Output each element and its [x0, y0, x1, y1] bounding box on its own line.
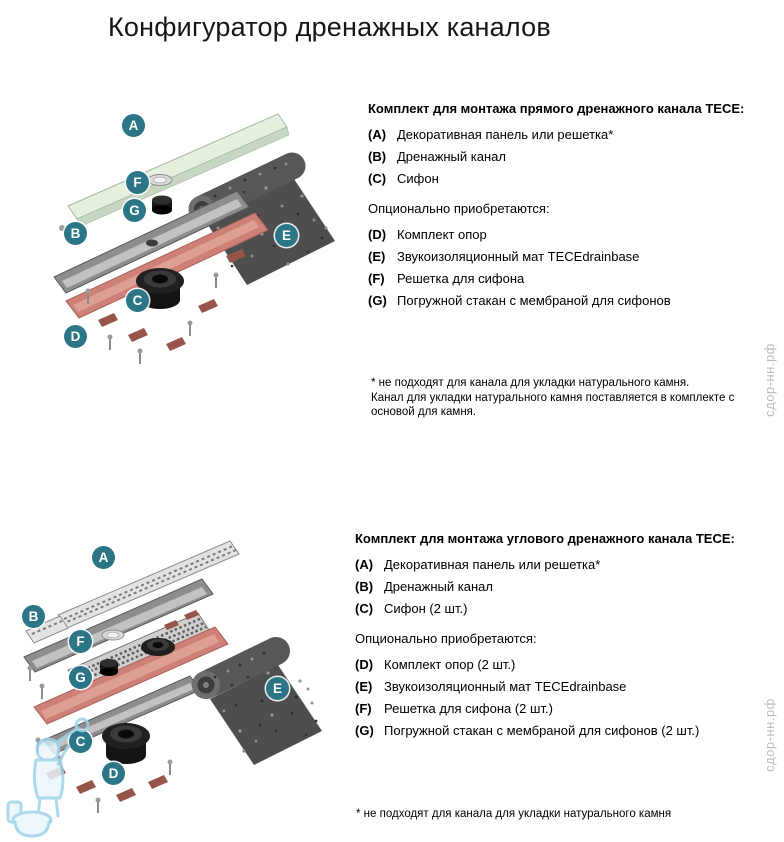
insulation-mat-shape: [192, 637, 322, 765]
list-item: (E) Звукоизоляционный мат TECEdrainbase: [355, 679, 773, 694]
item-key: (G): [355, 723, 374, 738]
item-label: Сифон (2 шт.): [384, 601, 468, 616]
drain-channel-shape: [53, 190, 250, 294]
channel-tray-shape: [65, 212, 269, 319]
item-key: (G): [368, 293, 387, 308]
membrane-cup-shape: [100, 659, 118, 676]
item-label: Звукоизоляционный мат TECEdrainbase: [397, 249, 640, 264]
section-corner-text: Комплект для монтажа углового дренажного…: [355, 531, 773, 745]
item-label: Решетка для сифона: [397, 271, 525, 286]
list-item: (F) Решетка для сифона (2 шт.): [355, 701, 773, 716]
page-title: Конфигуратор дренажных каналов: [108, 12, 551, 42]
item-label: Сифон: [397, 171, 439, 186]
item-label: Декоративная панель или решетка*: [397, 127, 614, 142]
item-label: Решетка для сифона (2 шт.): [384, 701, 553, 716]
callout-g: G: [123, 199, 146, 222]
siphon-shape: [102, 723, 150, 764]
section-heading: Комплект для монтажа углового дренажного…: [355, 531, 735, 546]
item-key: (D): [368, 227, 387, 242]
list-item: (G) Погружной стакан с мембраной для сиф…: [368, 293, 784, 308]
callout-a: A: [92, 546, 115, 569]
straight-channel-exploded-drawing: [53, 113, 335, 364]
item-label: Комплект опор (2 шт.): [384, 657, 516, 672]
list-item: (F) Решетка для сифона: [368, 271, 784, 286]
item-label: Звукоизоляционный мат TECEdrainbase: [384, 679, 627, 694]
item-key: (C): [355, 601, 374, 616]
item-key: (A): [355, 557, 374, 572]
callout-c: C: [69, 730, 92, 753]
item-label: Погружной стакан с мембраной для сифонов…: [384, 723, 700, 738]
item-label: Комплект опор: [397, 227, 487, 242]
siphon-grate-shape: [101, 629, 125, 641]
list-item: (A) Декоративная панель или решетка*: [368, 127, 784, 142]
item-label: Декоративная панель или решетка*: [384, 557, 601, 572]
site-watermark-text: сдор-нн.рф: [762, 698, 777, 772]
footnote-straight: * не подходят для канала для укладки нат…: [371, 377, 735, 418]
list-item: (D) Комплект опор: [368, 227, 784, 242]
optional-heading: Опционально приобретаются:: [355, 631, 537, 646]
item-key: (E): [368, 249, 386, 264]
item-key: (F): [355, 701, 372, 716]
item-label: Дренажный канал: [384, 579, 493, 594]
decorative-grate-shape: [25, 540, 240, 644]
plumber-watermark: [2, 712, 102, 840]
siphon-2-shape: [141, 638, 175, 656]
item-label: Погружной стакан с мембраной для сифонов: [397, 293, 671, 308]
list-item: (D) Комплект опор (2 шт.): [355, 657, 773, 672]
list-item: (G) Погружной стакан с мембраной для сиф…: [355, 723, 773, 738]
section-heading: Комплект для монтажа прямого дренажного …: [368, 101, 745, 116]
list-item: (A) Декоративная панель или решетка*: [355, 557, 773, 572]
item-key: (B): [355, 579, 374, 594]
item-key: (A): [368, 127, 387, 142]
list-item: (B) Дренажный канал: [355, 579, 773, 594]
siphon-shape: [136, 268, 184, 309]
item-label: Дренажный канал: [397, 149, 506, 164]
siphon-grate-shape: [147, 174, 173, 186]
callout-f: F: [126, 171, 149, 194]
callout-f: F: [69, 630, 92, 653]
callout-b: B: [64, 222, 87, 245]
callout-a: A: [122, 114, 145, 137]
list-item: (E) Звукоизоляционный мат TECEdrainbase: [368, 249, 784, 264]
item-key: (E): [355, 679, 373, 694]
plumber-watermark-icon: [6, 717, 90, 838]
item-key: (F): [368, 271, 385, 286]
callout-b: B: [22, 605, 45, 628]
callout-g: G: [69, 666, 92, 689]
membrane-cup-shape: [152, 195, 172, 215]
diagram-corner-channel: A B F G E C D: [10, 535, 355, 820]
section-straight-text: Комплект для монтажа прямого дренажного …: [368, 101, 784, 315]
callout-c: C: [126, 289, 149, 312]
item-key: (D): [355, 657, 374, 672]
callout-e: E: [266, 677, 289, 700]
item-key: (C): [368, 171, 387, 186]
item-key: (B): [368, 149, 387, 164]
optional-heading: Опционально приобретаются:: [368, 201, 550, 216]
footnote-corner: * не подходят для канала для укладки нат…: [356, 808, 672, 820]
list-item: (C) Сифон: [368, 171, 784, 186]
diagram-straight-channel: A F G B E C D: [40, 88, 360, 373]
callout-e: E: [275, 224, 298, 247]
callout-d: D: [64, 325, 87, 348]
callout-d: D: [102, 762, 125, 785]
list-item: (C) Сифон (2 шт.): [355, 601, 773, 616]
list-item: (B) Дренажный канал: [368, 149, 784, 164]
site-watermark-text: сдор-нн.рф: [762, 343, 777, 417]
supports-shape: [85, 249, 246, 364]
